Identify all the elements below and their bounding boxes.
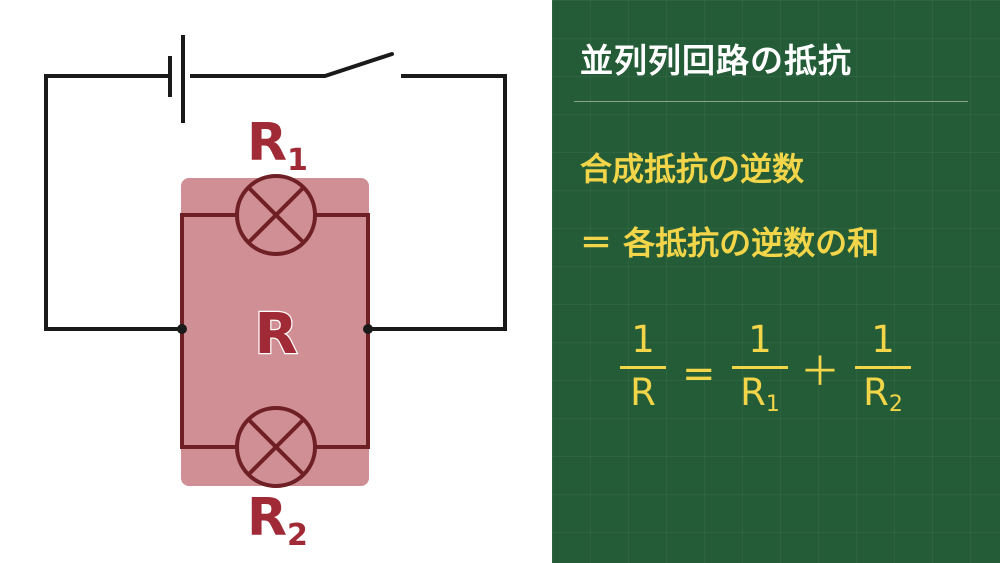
lamp-r2-symbol (235, 406, 317, 488)
label-r1: R1 (247, 113, 308, 178)
fraction-term1: 1 R1 (732, 318, 788, 427)
junction-node-right (363, 324, 373, 334)
fraction-term2: 1 R2 (855, 318, 911, 427)
fraction-bar (732, 366, 788, 369)
parallel-circuit-diagram: R1 R R2 (44, 35, 507, 553)
parallel-resistance-formula: 1 R = 1 R1 ＋ 1 R2 (552, 318, 1000, 438)
fraction-numerator: 1 (631, 318, 655, 361)
battery-symbol (168, 35, 185, 123)
plus-sign: ＋ (800, 349, 840, 395)
fraction-bar (620, 366, 666, 369)
outer-wire-right (368, 74, 507, 331)
fraction-lhs: 1 R (620, 318, 666, 415)
outer-wire-left (44, 74, 182, 331)
lamp-r1-symbol (235, 174, 317, 256)
fraction-numerator: 1 (871, 318, 895, 361)
title-divider (574, 101, 968, 102)
rule-text-line-2: ＝ 各抵抗の逆数の和 (580, 224, 880, 262)
label-r: R (254, 302, 297, 367)
equals-sign: = (682, 351, 716, 397)
junction-node-left (177, 324, 187, 334)
fraction-numerator: 1 (748, 318, 772, 361)
switch-lever (323, 52, 394, 78)
fraction-denominator: R2 (863, 371, 903, 417)
fraction-denominator: R (630, 371, 656, 414)
label-r2: R2 (247, 488, 308, 553)
board-title: 並列列回路の抵抗 (580, 41, 852, 80)
fraction-bar (855, 366, 911, 369)
combined-resistance-highlight (181, 178, 369, 486)
explanation-board: 並列列回路の抵抗 合成抵抗の逆数 ＝ 各抵抗の逆数の和 1 R = 1 R1 ＋… (552, 0, 1000, 563)
rule-text-line-1: 合成抵抗の逆数 (580, 150, 805, 188)
fraction-denominator: R1 (740, 371, 780, 417)
